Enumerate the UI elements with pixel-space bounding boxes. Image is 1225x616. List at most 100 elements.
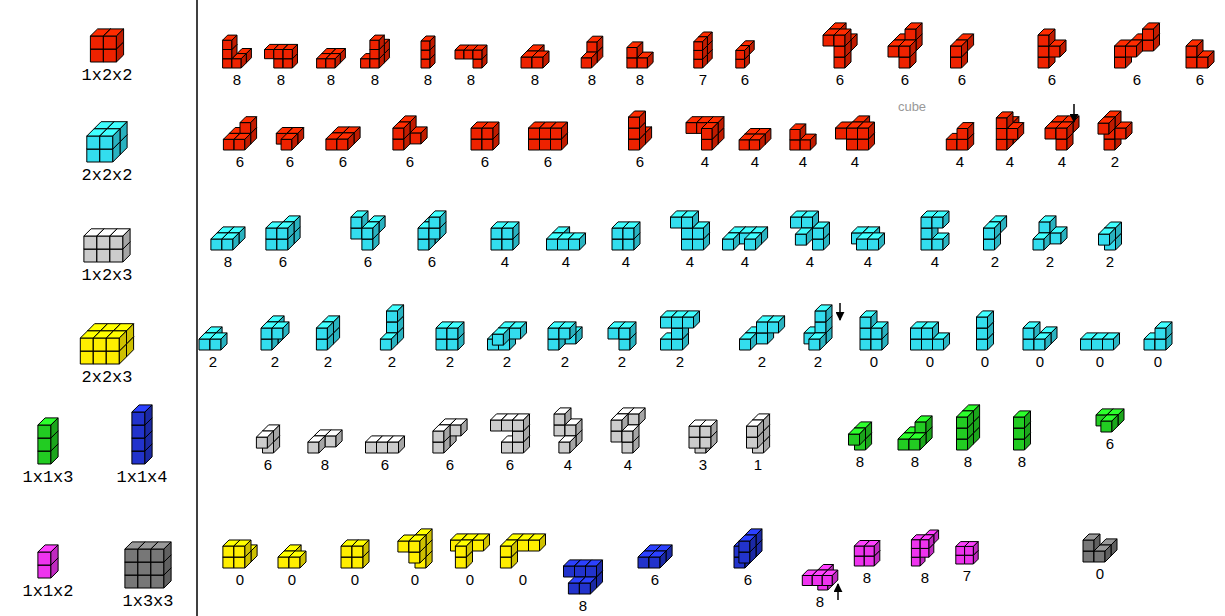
- puzzle-piece: [739, 129, 771, 151]
- label-slot: 6: [901, 71, 909, 89]
- cube-face: [660, 551, 666, 568]
- cube-face: [1105, 545, 1111, 562]
- cube-face: [116, 29, 123, 49]
- count-number: 6: [836, 72, 844, 89]
- cube-face: [1137, 40, 1143, 57]
- count-number: 4: [1058, 154, 1066, 171]
- cube-face: [513, 431, 524, 442]
- cube-face: [619, 328, 630, 339]
- cube-face: [500, 557, 511, 568]
- label-slot: 8: [531, 71, 539, 89]
- cube-face: [106, 351, 119, 364]
- cube-face: [352, 557, 363, 568]
- cube-face: [1051, 327, 1057, 344]
- label-slot: 2: [676, 353, 684, 371]
- count-number: 0: [466, 572, 474, 589]
- cube-face: [379, 35, 384, 49]
- cube-face: [1098, 123, 1109, 134]
- cube-face: [362, 211, 368, 228]
- count-number: 4: [564, 457, 572, 474]
- cube-face: [672, 328, 683, 339]
- cube-face: [562, 122, 568, 139]
- count-number: 6: [744, 572, 752, 589]
- count-number: 0: [870, 354, 878, 371]
- count-number: 4: [622, 254, 630, 271]
- cube-face: [278, 557, 289, 568]
- cube-face: [513, 442, 524, 453]
- cube-face: [847, 128, 858, 139]
- cube-face: [871, 311, 877, 328]
- cube-face: [265, 50, 274, 59]
- cube-face: [1126, 122, 1132, 139]
- cube-face: [491, 420, 502, 431]
- puzzle-piece: [548, 322, 582, 350]
- cube-face: [283, 50, 292, 59]
- cube-face: [800, 140, 810, 150]
- cube-face: [750, 535, 756, 552]
- label-slot: 2: [758, 353, 766, 371]
- cube-face: [351, 228, 362, 239]
- cube-face: [1116, 222, 1122, 239]
- cube-face: [473, 50, 482, 59]
- count-number: 8: [277, 72, 285, 89]
- cube-face: [362, 239, 373, 250]
- count-number: 4: [751, 154, 759, 171]
- cube-face: [433, 442, 444, 453]
- cube-face: [274, 50, 283, 59]
- puzzle-piece: [308, 430, 342, 453]
- cube-face: [429, 228, 440, 239]
- cube-face: [1007, 129, 1018, 140]
- cube-face: [1056, 139, 1067, 150]
- cube-face: [119, 331, 126, 351]
- cube-face: [1061, 227, 1067, 244]
- cube-face: [854, 556, 864, 566]
- cube-face: [765, 129, 771, 145]
- label-slot: 4: [501, 253, 509, 271]
- cube-face: [634, 222, 640, 239]
- count-number: 2: [561, 354, 569, 371]
- label-slot: 6: [1048, 71, 1056, 89]
- label-slot: 4: [931, 253, 939, 271]
- puzzle-piece: [996, 112, 1023, 150]
- legend-entry: 1x2x3: [81, 266, 132, 286]
- count-number: 6: [901, 72, 909, 89]
- cube-face: [559, 328, 570, 339]
- cube-face: [926, 416, 932, 433]
- puzzle-piece: [791, 211, 830, 250]
- puzzle-piece: [1096, 409, 1124, 432]
- cube-face: [995, 222, 1001, 239]
- label-slot: 8: [911, 453, 919, 471]
- label-slot: 0: [288, 571, 296, 589]
- cube-face: [366, 442, 377, 453]
- cube-face: [234, 557, 245, 568]
- label-slot: 8: [816, 593, 824, 611]
- cube-face: [455, 546, 466, 557]
- label-slot: 8: [1018, 453, 1026, 471]
- cube-face: [874, 541, 880, 557]
- cube-face: [647, 52, 653, 68]
- label-slot: 2: [814, 353, 822, 371]
- cube-face: [820, 333, 826, 350]
- puzzle-piece: [211, 227, 245, 250]
- puzzle-piece: [1083, 534, 1117, 562]
- cube-face: [984, 239, 995, 250]
- cube-face: [736, 50, 745, 59]
- cube-face: [790, 140, 800, 150]
- cube-face: [612, 239, 623, 250]
- cube-face: [946, 139, 957, 150]
- legend-label: 1x2x3: [81, 267, 132, 286]
- cube-face: [455, 50, 464, 59]
- cube-face: [694, 50, 703, 59]
- count-number: 7: [699, 72, 707, 89]
- cube-face: [482, 45, 487, 59]
- cube-face: [639, 408, 645, 425]
- cube-face: [832, 570, 838, 586]
- cube-face: [529, 139, 540, 150]
- cube-face: [1115, 128, 1126, 139]
- count-number: 4: [1006, 154, 1014, 171]
- label-slot: 6: [286, 153, 294, 171]
- label-slot: 6: [651, 571, 659, 589]
- cube-face: [864, 546, 874, 556]
- count-number: 0: [519, 572, 527, 589]
- cube-face: [351, 217, 362, 228]
